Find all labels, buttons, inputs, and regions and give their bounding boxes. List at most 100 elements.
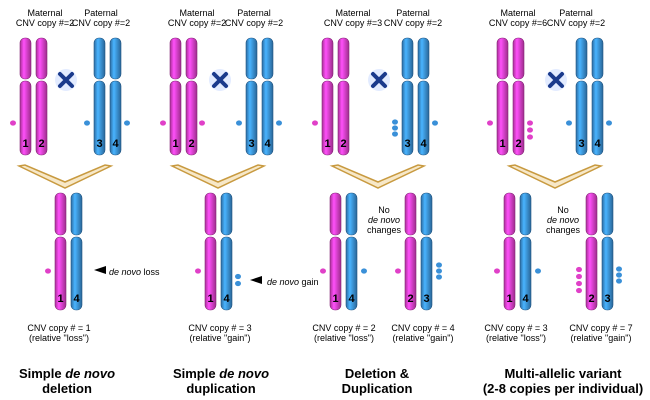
panel3-chevron-arrow-icon <box>329 164 427 189</box>
panel1-offspring-cnv: CNV copy # = 1 (relative "loss") <box>19 323 99 343</box>
panel2-maternal-chromosome-2-q-arm <box>185 80 198 156</box>
maternal-cnv-dot <box>45 268 51 274</box>
maternal-label: Maternal <box>27 8 63 18</box>
paternal-cnv-dot <box>616 278 622 284</box>
panel4-offspring2-chromosome-a-p-arm <box>585 192 598 236</box>
maternal-label: Maternal <box>335 8 371 18</box>
maternal-cnv-dot <box>527 127 533 133</box>
panel4-paternal-chromosome-4-q-arm <box>591 80 604 156</box>
maternal-cnv-dot <box>320 268 326 274</box>
panel1-chevron-arrow-icon <box>16 164 114 189</box>
paternal-label: Paternal <box>559 8 593 18</box>
maternal-cnv-dot <box>576 266 582 273</box>
paternal-cnv-dot <box>235 280 241 287</box>
panel3-maternal-header: Maternal CNV copy #=3 <box>318 8 388 28</box>
title-line1: Multi-allelic variant <box>504 366 622 381</box>
cnv-relative: (relative "loss") <box>29 333 89 343</box>
panel4-paternal-header: Paternal CNV copy #=2 <box>541 8 611 28</box>
cnv-value: CNV copy # = 3 <box>484 323 548 333</box>
maternal-cnv-dot <box>395 268 401 274</box>
paternal-label: Paternal <box>84 8 118 18</box>
panel1-maternal-chromosome-1-p-arm <box>19 37 32 80</box>
panel2-offspring-cnv: CNV copy # = 3 (relative "gain") <box>180 323 260 343</box>
panel3-offspring1-cnv: CNV copy # = 2 (relative "loss") <box>304 323 384 343</box>
paternal-cnv-dot <box>436 268 442 274</box>
panel2-paternal-chromosome-4-number: 4 <box>264 138 271 150</box>
maternal-cnv-dot <box>487 120 493 126</box>
maternal-cnv: CNV copy #=2 <box>167 18 227 28</box>
no-change-line1: No <box>557 205 569 215</box>
panel2-offspring1-chromosome-a-number: 1 <box>207 293 213 305</box>
panel2-maternal-chromosome-2-p-arm <box>185 37 198 80</box>
paternal-cnv-dot <box>436 274 442 280</box>
panel4-maternal-header: Maternal CNV copy #=6 <box>483 8 553 28</box>
panel4-paternal-chromosome-4-p-arm <box>591 37 604 80</box>
maternal-cnv-dot <box>312 120 318 126</box>
cnv-relative: (relative "gain") <box>570 333 632 343</box>
maternal-cnv: CNV copy #=3 <box>323 18 383 28</box>
panel1-offspring1-chromosome-b-q-arm <box>70 236 83 311</box>
panel3-offspring1-chromosome-a-number: 1 <box>332 293 338 305</box>
panel3-title: Deletion & Duplication <box>302 366 452 396</box>
panel1-offspring1-chromosome-b-p-arm <box>70 192 83 236</box>
panel1-paternal-chromosome-3-number: 3 <box>96 138 102 150</box>
panel1-offspring1-chromosome-a-q-arm <box>54 236 67 311</box>
panel1-paternal-chromosome-4-number: 4 <box>112 138 119 150</box>
panel2-offspring1-chromosome-a-q-arm <box>204 236 217 311</box>
maternal-cnv-dot <box>195 268 201 274</box>
annotation-italic: de novo <box>109 267 142 277</box>
panel2-cross-icon <box>212 72 228 88</box>
panel3-no-change-note: No de novo changes <box>361 205 407 235</box>
panel1-paternal-chromosome-3-q-arm <box>93 80 106 156</box>
panel3-maternal-chromosome-1-q-arm <box>321 80 334 156</box>
maternal-cnv: CNV copy #=2 <box>15 18 75 28</box>
paternal-cnv: CNV copy #=2 <box>383 18 443 28</box>
panel1-paternal-chromosome-3-p-arm <box>93 37 106 80</box>
maternal-cnv-dot <box>199 120 205 126</box>
paternal-cnv: CNV copy #=2 <box>224 18 284 28</box>
paternal-cnv-dot <box>616 272 622 278</box>
panel3-offspring2-chromosome-b-number: 3 <box>423 293 429 305</box>
panel2-offspring1-chromosome-b-p-arm <box>220 192 233 236</box>
paternal-cnv-dot <box>124 120 130 126</box>
panel2-title: Simple de novo duplication <box>146 366 296 396</box>
panel4-offspring1-chromosome-b-q-arm <box>519 236 532 311</box>
paternal-cnv: CNV copy #=2 <box>546 18 606 28</box>
cnv-relative: (relative "loss") <box>486 333 546 343</box>
no-change-line3: changes <box>366 225 402 235</box>
maternal-cnv-dot <box>576 273 582 280</box>
panel2-maternal-chromosome-1-q-arm <box>169 80 182 156</box>
maternal-cnv-dot <box>160 120 166 126</box>
panel3-paternal-chromosome-3-number: 3 <box>404 138 410 150</box>
panel4-maternal-chromosome-1-number: 1 <box>499 138 505 150</box>
panel3-offspring2-cnv: CNV copy # = 4 (relative "gain") <box>383 323 463 343</box>
annotation-text: gain <box>299 277 319 287</box>
panel2-chevron-arrow-icon <box>169 164 267 189</box>
panel3-maternal-chromosome-1-number: 1 <box>324 138 330 150</box>
title-line1: Deletion & <box>344 366 410 381</box>
no-change-italic: de novo <box>546 215 580 225</box>
panel3-cross-icon <box>371 72 387 88</box>
panel2-paternal-chromosome-4-q-arm <box>261 80 274 156</box>
cnv-value: CNV copy # = 2 <box>312 323 376 333</box>
panel3-offspring2-chromosome-a-p-arm <box>404 192 417 236</box>
cnv-relative: (relative "gain") <box>392 333 454 343</box>
title-prefix: Simple <box>172 366 220 381</box>
panel1-title: Simple de novo deletion <box>0 366 142 396</box>
panel2-paternal-chromosome-3-p-arm <box>245 37 258 80</box>
title-prefix: Simple <box>18 366 66 381</box>
panel1-maternal-chromosome-1-number: 1 <box>22 138 28 150</box>
panel3-maternal-chromosome-2-p-arm <box>337 37 350 80</box>
panel3-maternal-chromosome-1-p-arm <box>321 37 334 80</box>
panel4-chevron-arrow-icon <box>506 164 604 189</box>
panel4-maternal-chromosome-1-q-arm <box>496 80 509 156</box>
paternal-cnv-dot <box>432 120 438 126</box>
panel3-offspring1-chromosome-a-p-arm <box>329 192 342 236</box>
panel4-offspring2-cnv: CNV copy # = 7 (relative "gain") <box>561 323 641 343</box>
panel4-offspring2-chromosome-a-number: 2 <box>588 293 594 305</box>
panel4-maternal-chromosome-1-p-arm <box>496 37 509 80</box>
panel1-maternal-chromosome-2-q-arm <box>35 80 48 156</box>
maternal-cnv-dot <box>527 120 533 126</box>
panel3-paternal-chromosome-3-p-arm <box>401 37 414 80</box>
panel4-offspring1-chromosome-b-p-arm <box>519 192 532 236</box>
